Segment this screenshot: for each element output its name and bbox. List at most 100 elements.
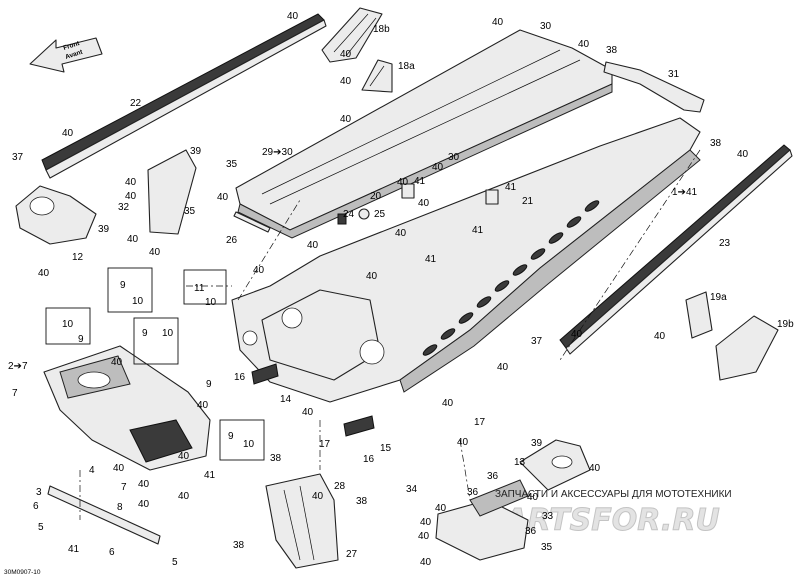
- callout-label: 14: [280, 394, 292, 405]
- tunnel-slots: [422, 200, 600, 356]
- callout-label: 37: [12, 152, 24, 163]
- callout-label: 21: [522, 196, 534, 207]
- callout-label: 9: [206, 379, 212, 390]
- part-31-rear-bracket: [603, 61, 705, 113]
- callout-label: 9: [142, 328, 148, 339]
- callout-label: 10: [162, 328, 174, 339]
- callout-label: 16: [363, 454, 375, 465]
- callout-label: 18a: [398, 61, 415, 72]
- hardware-box-9-10-c: [219, 419, 265, 461]
- callout-label: 40: [340, 49, 352, 60]
- callout-label: 36: [487, 471, 499, 482]
- callout-label: 41: [505, 182, 517, 193]
- part-32-bracket: [147, 149, 197, 235]
- callout-label: 38: [270, 453, 282, 464]
- part-21-clip: [485, 189, 499, 205]
- callout-label: 40: [125, 177, 137, 188]
- part-27-heat-exchanger: [265, 473, 339, 569]
- callout-label: 40: [395, 228, 407, 239]
- callout-label: 11: [194, 283, 205, 294]
- part-15-step: [343, 415, 375, 437]
- callout-label: 9: [120, 280, 126, 291]
- callout-label: 40: [287, 11, 299, 22]
- callout-label: 9: [228, 431, 234, 442]
- part-14-step: [251, 363, 279, 385]
- part-1-tunnel: [231, 117, 701, 403]
- callout-label: 35: [226, 159, 238, 170]
- callout-label: 17: [474, 417, 486, 428]
- callout-label: 10: [205, 297, 217, 308]
- callout-label: 40: [149, 247, 161, 258]
- part-24-clip: [337, 213, 347, 225]
- callout-label: 40: [113, 463, 125, 474]
- callout-label: 40: [178, 451, 190, 462]
- part-19b-plate: [715, 315, 779, 381]
- callout-label: 40: [420, 517, 432, 528]
- callout-label: 41: [414, 176, 426, 187]
- callout-label: 40: [589, 463, 601, 474]
- callout-label: 30: [540, 21, 552, 32]
- callout-label: 36: [467, 487, 479, 498]
- callout-label: 40: [432, 162, 444, 173]
- callout-label: 40: [340, 76, 352, 87]
- callout-label: 40: [737, 149, 749, 160]
- part-2-front-subframe: [43, 345, 211, 471]
- callout-label: 40: [418, 531, 430, 542]
- callout-label: 40: [457, 437, 469, 448]
- callout-label: 10: [62, 319, 74, 330]
- callout-label: 40: [127, 234, 139, 245]
- callout-label: 2➔7: [8, 361, 28, 372]
- callout-label: 40: [578, 39, 590, 50]
- part-22-left-rail: [41, 13, 327, 179]
- assembly-lines: [79, 149, 701, 520]
- part-19a-plate: [685, 291, 713, 339]
- callout-label: 35: [184, 206, 196, 217]
- callout-label: 1➔41: [672, 187, 698, 198]
- callout-label: 40: [312, 491, 324, 502]
- callout-label: 40: [492, 17, 504, 28]
- callout-label: 32: [118, 202, 130, 213]
- callout-label: 34: [406, 484, 418, 495]
- callout-label: 22: [130, 98, 142, 109]
- callout-label: 40: [571, 329, 583, 340]
- callout-label: 39: [98, 224, 110, 235]
- callout-label: 5: [38, 522, 44, 533]
- callout-label: 40: [111, 357, 123, 368]
- callout-label: 40: [527, 492, 539, 503]
- part-23-right-rail: [559, 144, 793, 355]
- part-29-tunnel-cover: [235, 29, 613, 239]
- callout-label: 26: [226, 235, 238, 246]
- callout-label: 4: [89, 465, 95, 476]
- callout-label: 39: [190, 146, 202, 157]
- callout-label: 15: [380, 443, 392, 454]
- part-33-rear-assembly: [435, 479, 529, 561]
- callout-label: 41: [68, 544, 80, 555]
- callout-label: 31: [668, 69, 680, 80]
- part-20-clip: [401, 183, 415, 199]
- callout-label: 7: [121, 482, 127, 493]
- callout-label: 41: [204, 470, 216, 481]
- callout-label: 40: [397, 177, 409, 188]
- callout-label: 3: [36, 487, 42, 498]
- callout-label: 40: [253, 265, 265, 276]
- watermark-tagline: ЗАПЧАСТИ И АКСЕССУАРЫ ДЛЯ МОТОТЕХНИКИ: [495, 489, 732, 500]
- callout-label: 9: [78, 334, 84, 345]
- callout-label: 40: [654, 331, 666, 342]
- front-arrow-icon: Front Avant: [29, 37, 103, 73]
- callout-label: 40: [38, 268, 50, 279]
- callout-label: 20: [370, 191, 382, 202]
- callout-label: 41: [425, 254, 437, 265]
- callout-label: 5: [172, 557, 178, 568]
- callout-label: 30: [448, 152, 460, 163]
- callout-label: 38: [233, 540, 245, 551]
- callout-label: 18b: [373, 24, 390, 35]
- callout-label: 40: [340, 114, 352, 125]
- hardware-box-10-9: [45, 307, 91, 345]
- callout-label: 40: [125, 191, 137, 202]
- callout-label: 27: [346, 549, 358, 560]
- callout-label: 29➔30: [262, 147, 293, 158]
- callout-label: 17: [319, 439, 331, 450]
- hardware-box-11-10: [183, 269, 227, 305]
- callout-label: 40: [217, 192, 229, 203]
